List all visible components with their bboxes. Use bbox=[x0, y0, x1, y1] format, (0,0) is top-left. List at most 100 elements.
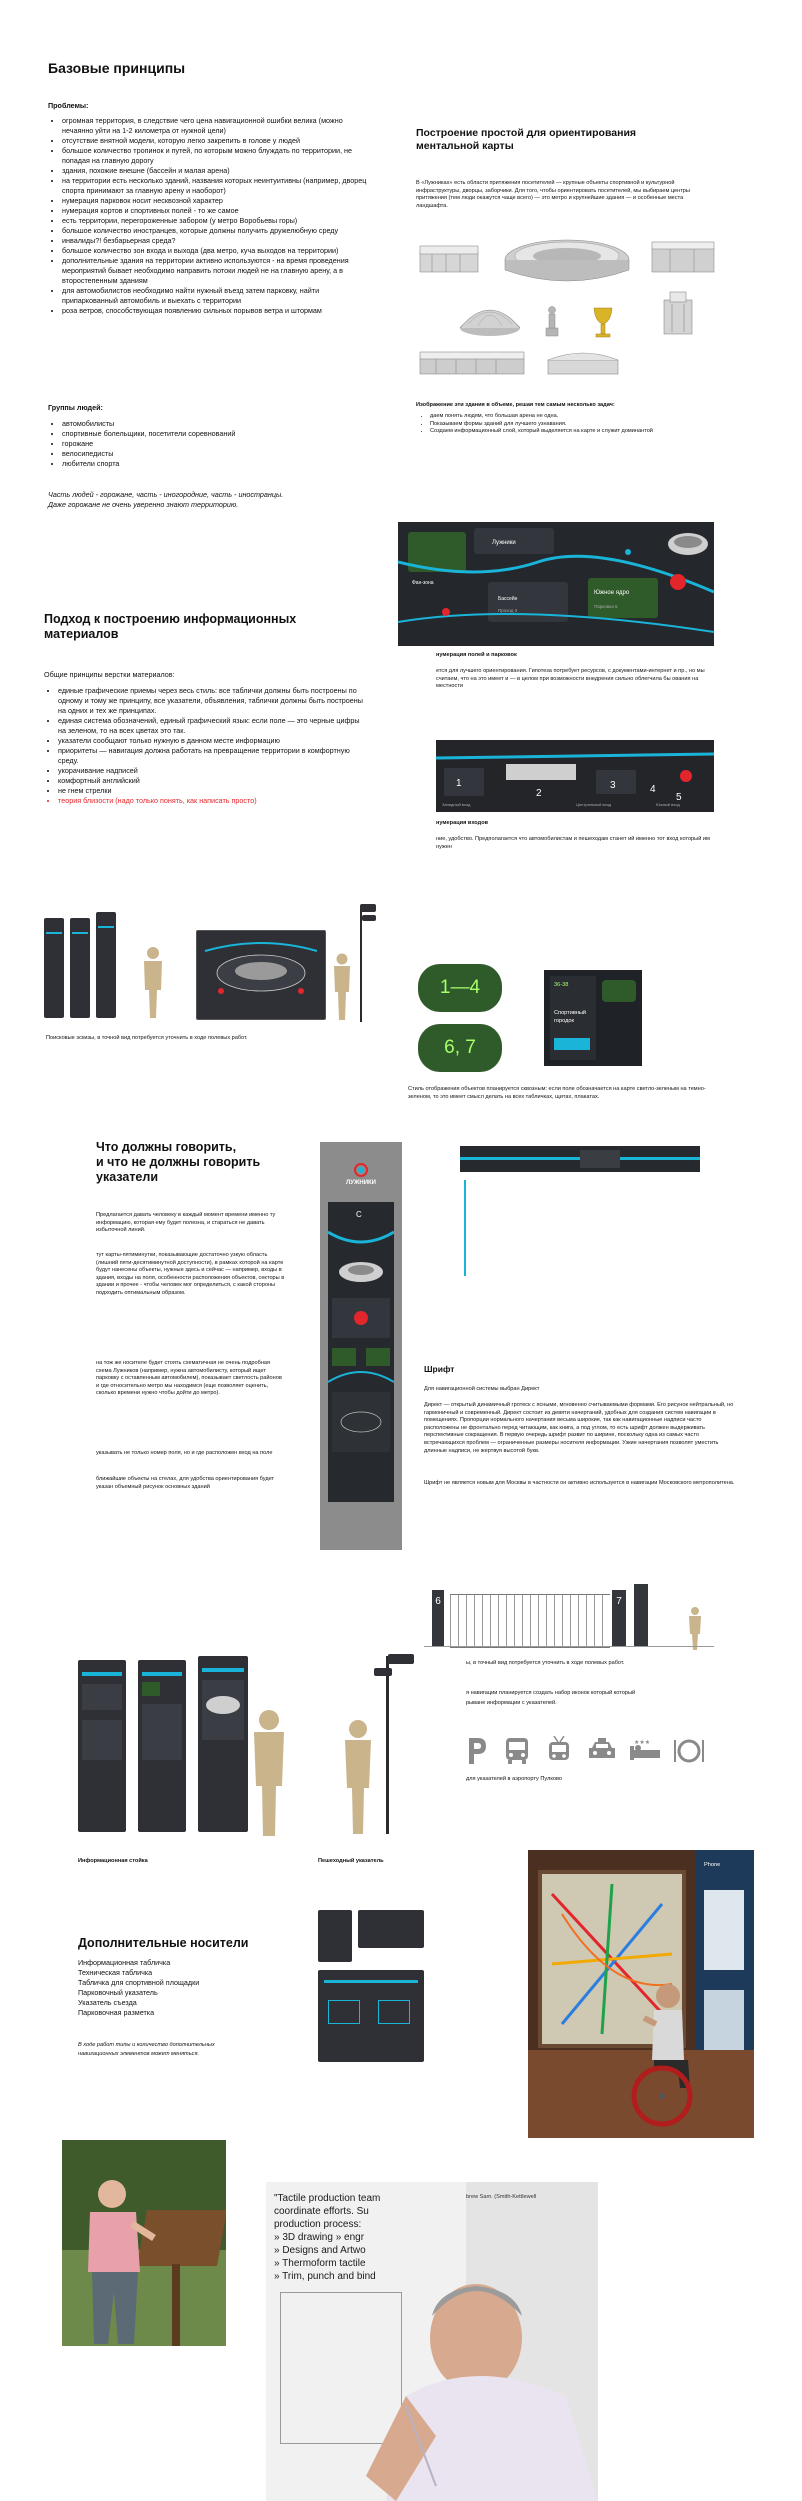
extra-carrier-item: Парковочная разметка bbox=[78, 2008, 155, 2017]
groups-note-2: Даже горожане не очень уверенно знают те… bbox=[48, 500, 239, 509]
approach-title-line1: Подход к построению информационных bbox=[44, 612, 297, 626]
buildings-bullet-item: Создаем информационный слой, который выд… bbox=[430, 428, 690, 436]
icons-caption: для указателей в аэропорту Пулково bbox=[466, 1776, 562, 1782]
buildings-bullet-item: даем понять людям, что большая арена не … bbox=[430, 413, 690, 421]
approach-title-line2: материалов bbox=[44, 627, 119, 641]
golden-cup-icon bbox=[593, 307, 613, 338]
man-reading-tactile-figure bbox=[88, 2180, 156, 2344]
fence-scene: 6 7 bbox=[424, 1566, 714, 1654]
mental-map-intro: В «Лужниках» есть области притяжения пос… bbox=[416, 180, 690, 209]
field-badge-6-7-text: 6, 7 bbox=[444, 1037, 476, 1058]
fence-sign-post-1 bbox=[432, 1590, 444, 1646]
kiosk-brand: Phone bbox=[704, 1862, 721, 1868]
info-stand-3 bbox=[198, 1656, 248, 1832]
extra-carriers-title: Дополнительные носители bbox=[78, 1936, 249, 1950]
info-stand-2 bbox=[138, 1660, 186, 1832]
extra-carrier-item: Информационная табличка bbox=[78, 1958, 171, 1967]
problem-item: дополнительные здания на территории акти… bbox=[62, 256, 374, 286]
production-board-right-text: brew Sam. (Smith-Kettlewell bbox=[466, 2194, 537, 2200]
buildings-illustration bbox=[419, 239, 715, 375]
fence-sign-num-1: 6 bbox=[435, 1596, 441, 1607]
directional-sign-line bbox=[464, 1180, 466, 1276]
buildings-caption: Изображение эти здания в объеме, решая т… bbox=[416, 402, 615, 408]
approach-bullet-item: приоритеты — навигация должна работать н… bbox=[58, 746, 363, 766]
pedestrian-plate-2 bbox=[374, 1668, 392, 1676]
mental-map-title-line1: Построение простой для ориентирования bbox=[416, 127, 637, 139]
pointers-p3: на тож же носителе будет стоять схематич… bbox=[96, 1360, 282, 1397]
entrance-num-2: 2 bbox=[536, 788, 542, 799]
mental-map-title-line2: ментальной карты bbox=[416, 140, 514, 152]
luzhniki-stand-poster: ЛУЖНИКИ С bbox=[320, 1142, 402, 1550]
pointer-pole bbox=[360, 906, 362, 1022]
sketch-stand-3 bbox=[96, 912, 116, 1018]
wheelchair-user-figure bbox=[631, 1984, 693, 2127]
pointers-title-line3: указатели bbox=[96, 1170, 159, 1184]
entrance-numbering-heading: нумерация входов bbox=[436, 820, 489, 826]
person-silhouette-2 bbox=[334, 953, 350, 1020]
approach-title: Подход к построению информационных матер… bbox=[44, 612, 296, 642]
monument-statue bbox=[545, 306, 559, 337]
dome-building bbox=[459, 309, 521, 336]
parking-icon bbox=[469, 1738, 486, 1764]
production-board-line: "Tactile production team bbox=[274, 2193, 381, 2204]
mental-map-title: Построение простой для ориентирования ме… bbox=[416, 127, 636, 153]
map-label-fanzone: Фан-зона bbox=[412, 580, 434, 586]
groups-note-1: Часть людей - горожане, часть - иногород… bbox=[48, 490, 284, 499]
fence-sign-num-2: 7 bbox=[616, 1596, 622, 1607]
production-board-line: » Thermoform tactile bbox=[274, 2258, 366, 2269]
pointers-p1: Предлагается давать человеку в каждый мо… bbox=[96, 1212, 276, 1234]
problems-list: огромная территория, в следствие чего це… bbox=[48, 116, 374, 316]
icons-text-line1: я навигации планируется создать набор ик… bbox=[466, 1690, 636, 1696]
problem-item: большое количество тропинок и путей, по … bbox=[62, 146, 374, 166]
pointer-plate-2 bbox=[362, 915, 376, 921]
pedestrian-plate-1 bbox=[388, 1654, 414, 1664]
approach-lead: Общие принципы верстки материалов: bbox=[44, 670, 175, 679]
production-board-line: » Trim, punch and bind bbox=[274, 2271, 376, 2282]
problem-item: нумерация парковок носит несквозной хара… bbox=[62, 196, 374, 206]
approach-bullet-item: единые графические приемы через весь сти… bbox=[58, 686, 363, 716]
approach-bullet-red: теория близости (надо только понять, как… bbox=[58, 796, 363, 806]
sketch-stands-group bbox=[44, 912, 116, 1020]
font-heading: Шрифт bbox=[424, 1364, 455, 1374]
entrance-numbering-text: ние, удобство. Предполагается что автомо… bbox=[436, 836, 710, 850]
pool-building bbox=[547, 352, 619, 375]
man-touching-tactile-board-figure bbox=[366, 2284, 598, 2501]
long-building bbox=[419, 351, 525, 375]
approach-bullet-item: не гнем стрелки bbox=[58, 786, 363, 796]
problem-item: есть территории, перегороженные забором … bbox=[62, 216, 374, 226]
map-label-passage: Проход 3 bbox=[498, 608, 518, 613]
person-silhouette-3 bbox=[689, 1607, 701, 1650]
field-map-graphic: Лужники Фан-зона Южное ядро Бассейн Прох… bbox=[398, 522, 714, 646]
extra-carrier-item: Техническая табличка bbox=[78, 1968, 153, 1977]
sketch-stand-2 bbox=[70, 918, 90, 1018]
field-badge-1-4-text: 1—4 bbox=[439, 977, 481, 998]
font-description: Директ — открытый динамичный гротеск с я… bbox=[424, 1402, 734, 1454]
hotel-icon: ★★★ bbox=[630, 1739, 660, 1760]
pointers-title-line1: Что должны говорить, bbox=[96, 1140, 237, 1154]
restaurant-icon bbox=[674, 1739, 704, 1763]
fence bbox=[450, 1594, 610, 1648]
pointers-p5: ближайшие объекты на стелах, для удобств… bbox=[96, 1476, 275, 1490]
sketch-stand-1 bbox=[44, 918, 64, 1018]
technical-plate-sign bbox=[358, 1910, 424, 1948]
icons-text-line2: рыване информации с указателей. bbox=[466, 1700, 557, 1706]
problem-item: большое количество иностранцев, которые … bbox=[62, 226, 374, 236]
pointers-p4: указывать не только номер поля, но и где… bbox=[96, 1450, 273, 1456]
entrances-map-panel: 1 2 3 4 5 Западный вход Центральный вход… bbox=[436, 740, 714, 812]
entrance-num-3: 3 bbox=[610, 780, 616, 791]
extra-carriers-signs bbox=[318, 1910, 424, 2064]
group-item: автомобилисты bbox=[62, 419, 362, 429]
extra-carrier-item: Парковочный указатель bbox=[78, 1988, 158, 1997]
approach-bullets: единые графические приемы через весь сти… bbox=[44, 686, 363, 806]
buildings-bullets: даем понять людям, что большая арена не … bbox=[416, 413, 690, 436]
section-title-basic-principles: Базовые принципы bbox=[48, 60, 186, 76]
entrances-map-graphic: 1 2 3 4 5 Западный вход Центральный вход… bbox=[436, 740, 714, 812]
field-numbering-text: ется для лучшего ориентирования. Гипотез… bbox=[436, 668, 705, 690]
field-map-panel: Лужники Фан-зона Южное ядро Бассейн Прох… bbox=[398, 522, 714, 646]
extra-carrier-item: Указатель съезда bbox=[78, 1998, 137, 2007]
approach-bullet-item: указатели сообщают только нужную в данно… bbox=[58, 736, 363, 746]
approach-bullet-item: единая система обозначений, единый графи… bbox=[58, 716, 363, 736]
problem-item: здания, похожие внешне (бассейн и малая … bbox=[62, 166, 374, 176]
